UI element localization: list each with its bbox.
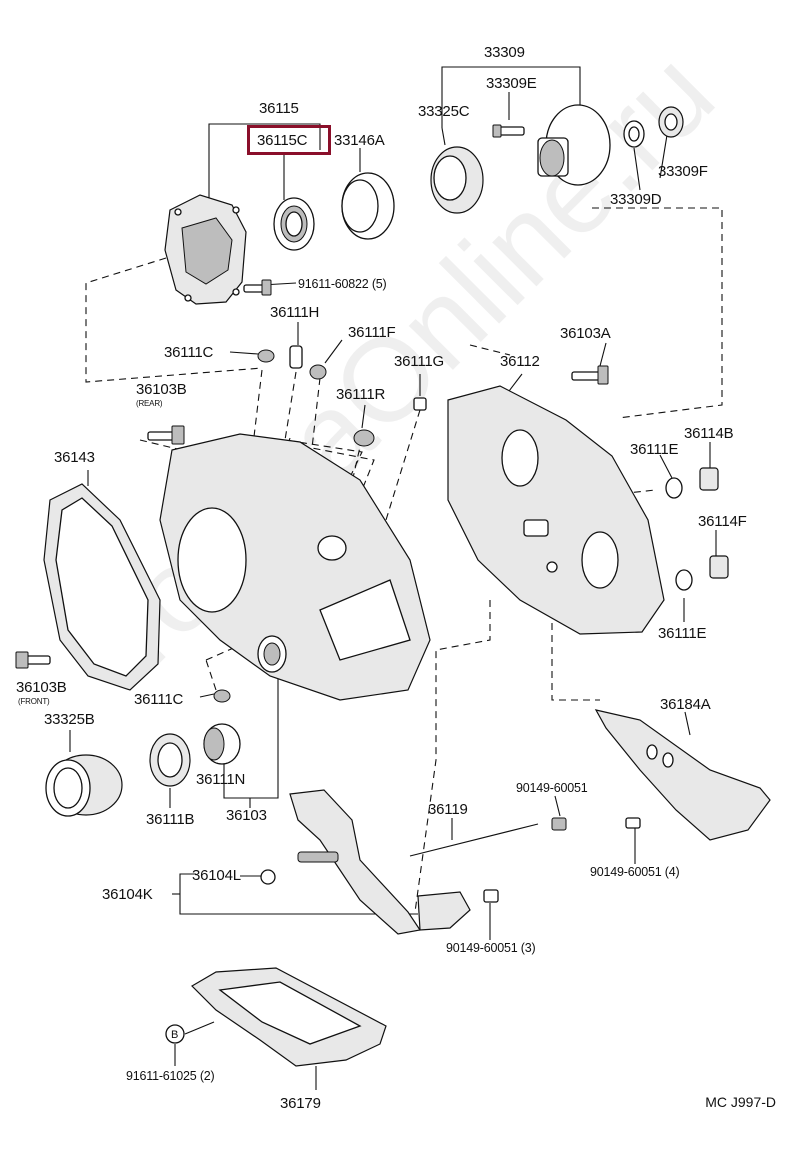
part-36111H-plug (289, 345, 303, 369)
part-33325B-bushing (45, 754, 123, 817)
label-front-note: (FRONT) (18, 697, 50, 706)
part-36184A-protector (594, 709, 771, 841)
part-36111N-bushing (203, 723, 241, 765)
part-91611-61025-marker (165, 1024, 185, 1044)
label-33309E[interactable]: 33309E (486, 75, 537, 92)
label-90149-60051-3[interactable]: 90149-60051 (3) (446, 941, 536, 955)
part-36179-oil-pan (191, 967, 387, 1067)
label-33309D[interactable]: 33309D (610, 191, 662, 208)
label-36115C[interactable]: 36115C (257, 132, 308, 149)
part-transfer-case-housing (159, 433, 431, 701)
part-36115C-oil-seal (273, 197, 315, 251)
label-36111B[interactable]: 36111B (146, 811, 195, 828)
part-36112-extension-housing (447, 385, 665, 635)
part-33309D-washer (623, 120, 645, 148)
label-36104K[interactable]: 36104K (102, 886, 153, 903)
label-36179[interactable]: 36179 (280, 1095, 321, 1112)
label-36103[interactable]: 36103 (226, 807, 267, 824)
label-91611-60822[interactable]: 91611-60822 (5) (298, 277, 387, 291)
part-90149-60051-bolt-3 (483, 889, 499, 903)
part-36114F-plug (709, 555, 729, 579)
label-33146A[interactable]: 33146A (334, 132, 385, 149)
label-91611-61025[interactable]: 91611-61025 (2) (126, 1069, 215, 1083)
part-36104L-o-ring (260, 869, 276, 885)
label-36111C-top[interactable]: 36111C (164, 344, 214, 361)
label-36112[interactable]: 36112 (500, 353, 540, 370)
part-36114B-plug (699, 467, 719, 491)
label-33309[interactable]: 33309 (484, 44, 525, 61)
part-36111E-gasket-bottom (675, 569, 693, 591)
part-36104K-shift-fork (289, 789, 422, 935)
part-33146A-bushing (341, 172, 395, 240)
label-36111F[interactable]: 36111F (348, 324, 396, 341)
label-36184A[interactable]: 36184A (660, 696, 711, 713)
label-36111N[interactable]: 36111N (196, 771, 246, 788)
part-36111B-oil-seal (149, 733, 191, 787)
part-36111C-bottom-plug (213, 689, 231, 703)
label-36115[interactable]: 36115 (259, 100, 299, 117)
label-36111E-bottom[interactable]: 36111E (658, 625, 707, 642)
label-90149-60051-4[interactable]: 90149-60051 (4) (590, 865, 680, 879)
label-36103A[interactable]: 36103A (560, 325, 611, 342)
label-36111E-top[interactable]: 36111E (630, 441, 679, 458)
part-36119-cable (409, 817, 567, 857)
part-36103A-bolt (571, 365, 609, 385)
part-36111G-pin (413, 397, 427, 411)
diagram-code: MC J997-D (705, 1094, 776, 1110)
bolt-marker-letter: B (171, 1029, 179, 1041)
part-36103B-rear-bolt (147, 425, 185, 445)
label-36114F[interactable]: 36114F (698, 513, 747, 530)
part-33309-flange (537, 104, 611, 186)
label-33325C[interactable]: 33325C (418, 103, 470, 120)
label-33325B[interactable]: 33325B (44, 711, 95, 728)
part-cover-plate (417, 891, 471, 931)
label-36104L[interactable]: 36104L (192, 867, 241, 884)
label-36111H[interactable]: 36111H (270, 304, 320, 321)
label-36111C-bottom[interactable]: 36111C (134, 691, 184, 708)
part-33325C-bearing (430, 146, 484, 214)
part-33309E-bolt (492, 124, 525, 138)
label-36103B-front[interactable]: 36103B (16, 679, 67, 696)
highlight-box-36115C (247, 125, 331, 155)
part-33309F-nut (658, 106, 684, 138)
label-rear-note: (REAR) (136, 399, 163, 408)
label-36119[interactable]: 36119 (428, 801, 468, 818)
part-36103B-front-bolt (15, 651, 51, 669)
part-36111C-plug (257, 349, 275, 363)
part-36143-gasket (43, 483, 161, 691)
label-33309F[interactable]: 33309F (658, 163, 708, 180)
part-36111R-plug (353, 429, 375, 447)
part-91611-60822-bolt (243, 279, 272, 296)
part-36111E-gasket-top (665, 477, 683, 499)
label-36114B[interactable]: 36114B (684, 425, 734, 442)
label-36111G[interactable]: 36111G (394, 353, 444, 370)
label-36143[interactable]: 36143 (54, 449, 95, 466)
part-90149-60051-bolt-4 (625, 817, 641, 829)
label-36111R[interactable]: 36111R (336, 386, 386, 403)
label-90149-60051[interactable]: 90149-60051 (516, 781, 588, 795)
leader-lines (69, 66, 717, 1090)
label-36103B-rear[interactable]: 36103B (136, 381, 187, 398)
part-36111F-plug (309, 364, 327, 380)
part-36115-oil-pump-body (164, 194, 247, 305)
